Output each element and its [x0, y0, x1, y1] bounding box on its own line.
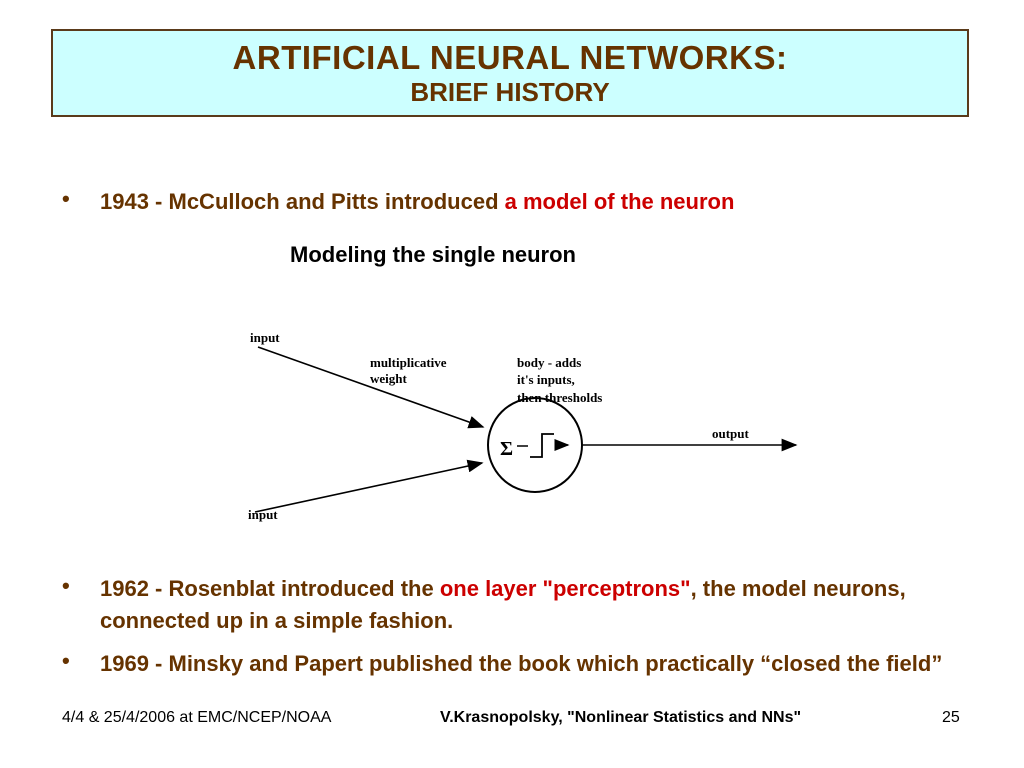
input-bottom-arrow	[254, 459, 484, 513]
page-number: 25	[942, 709, 960, 726]
threshold-step	[530, 433, 554, 458]
body-label-3: then thresholds	[517, 390, 602, 405]
body-label-2: it's inputs,	[517, 372, 575, 387]
slide-subtitle: BRIEF HISTORY	[410, 77, 610, 107]
input-top-arrow	[257, 346, 485, 429]
slide-title-box: ARTIFICIAL NEURAL NETWORKS: BRIEF HISTOR…	[51, 29, 969, 117]
bullet-highlight: a model of the neuron	[504, 189, 735, 214]
bullet-highlight: one layer "perceptrons"	[439, 576, 691, 601]
input-bottom-label: input	[248, 507, 278, 522]
bullet-marker: •	[62, 573, 70, 598]
input-top-label: input	[250, 330, 280, 345]
bullet-text-part: 1943 - McCulloch and Pitts introduced	[100, 189, 505, 214]
body-label-1: body - adds	[517, 355, 581, 370]
bullet-marker: •	[62, 648, 70, 673]
sigma-symbol: Σ	[500, 438, 513, 460]
footer-date-location: 4/4 & 25/4/2006 at EMC/NCEP/NOAA	[62, 709, 332, 726]
bullet-text-part: , the model neurons, connected up in a s…	[100, 576, 906, 633]
bullet-text: 1943 - McCulloch and Pitts introduced a …	[100, 186, 980, 218]
bullet-marker: •	[62, 186, 70, 211]
bullet-text: 1962 - Rosenblat introduced the one laye…	[100, 573, 980, 637]
bullet-text-part: 1962 - Rosenblat introduced the	[100, 576, 440, 601]
figure-title: Modeling the single neuron	[290, 242, 576, 267]
slide-title: ARTIFICIAL NEURAL NETWORKS:	[232, 39, 788, 76]
footer-author-title: V.Krasnopolsky, "Nonlinear Statistics an…	[440, 709, 802, 726]
weight-label-1: multiplicative	[370, 355, 447, 370]
output-label: output	[712, 426, 750, 441]
weight-label-2: weight	[370, 371, 408, 386]
bullet-text: 1969 - Minsky and Papert published the b…	[100, 651, 943, 676]
neuron-diagram: Modeling the single neuron input input m…	[248, 242, 798, 522]
